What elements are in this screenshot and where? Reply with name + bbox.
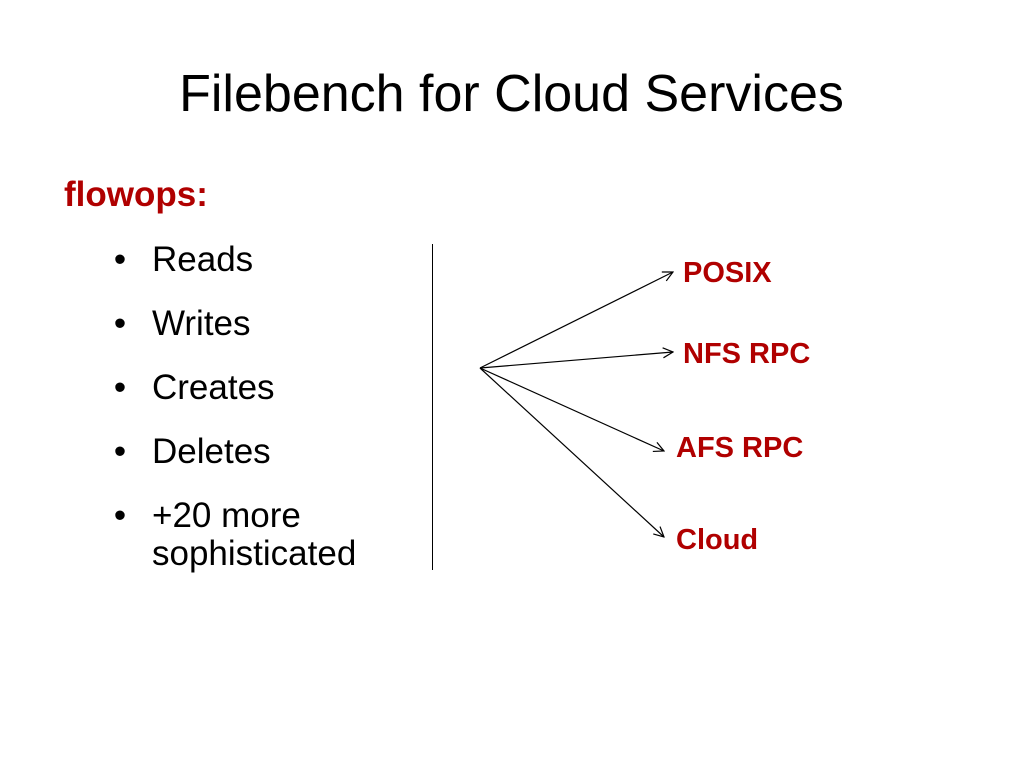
target-afs-rpc: AFS RPC [676,432,804,464]
target-posix: POSIX [683,257,772,289]
list-item: • +20 more sophisticated [110,497,420,573]
list-item: • Creates [110,369,420,407]
target-cloud: Cloud [676,524,759,556]
bullet-marker: • [113,368,127,407]
arrow-to-posix [479,272,673,369]
arrow-to-nfs-rpc [479,352,673,369]
arrow-to-afs-rpc [479,367,664,451]
bullet-text: Writes [152,304,251,343]
bullet-text: Reads [152,240,254,279]
flowop-list: • Reads • Writes • Creates • Deletes • +… [110,241,420,599]
bullet-marker: • [113,240,127,279]
target-nfs-rpc: NFS RPC [683,338,811,370]
bullet-marker: • [113,304,127,343]
list-item: • Reads [110,241,420,279]
bullet-marker: • [113,432,127,471]
list-item: • Deletes [110,433,420,471]
bullet-text: Creates [152,368,275,407]
bullet-text: Deletes [152,432,271,471]
slide-title: Filebench for Cloud Services [179,65,844,123]
bullet-marker: • [113,496,127,535]
vertical-divider [432,244,433,570]
flowops-heading: flowops: [64,175,208,214]
bullet-text: +20 more sophisticated [152,496,357,573]
arrow-to-cloud [479,367,664,537]
list-item: • Writes [110,305,420,343]
